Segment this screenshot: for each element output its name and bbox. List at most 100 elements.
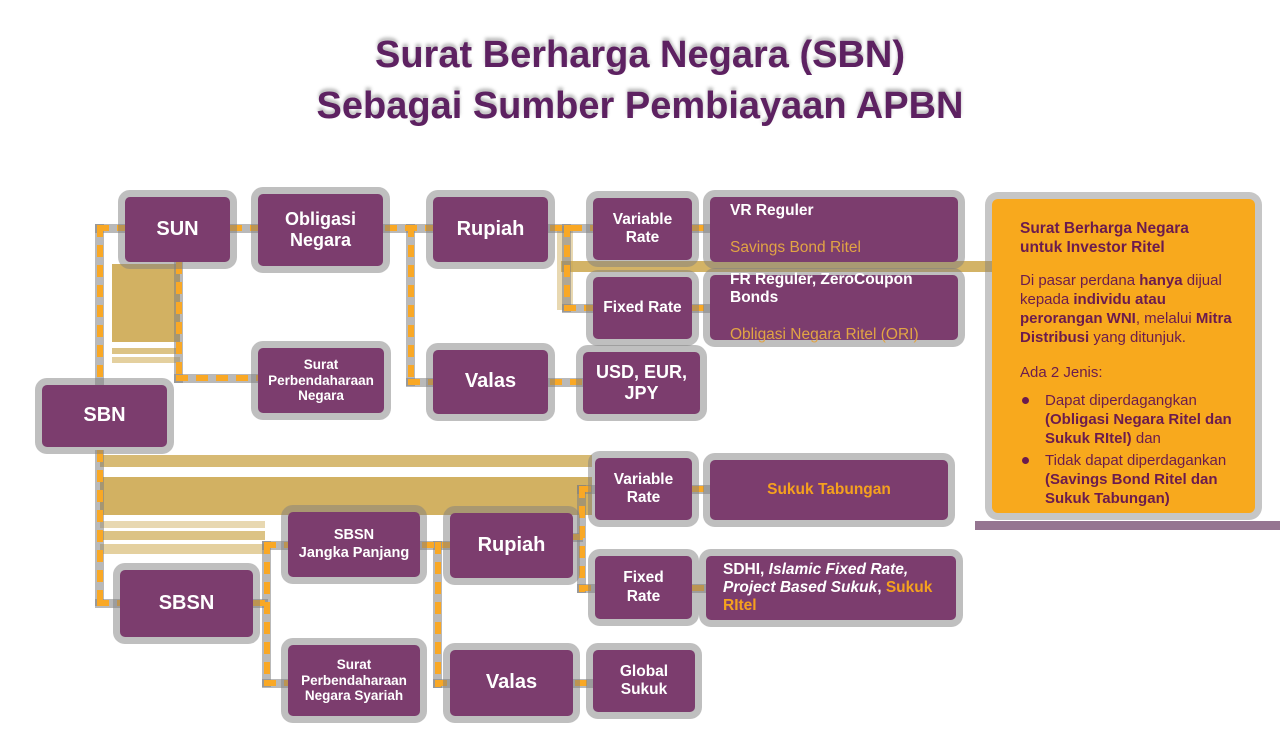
connector-rupiah2-branch	[579, 486, 585, 592]
node-sukuk-tabungan: Sukuk Tabungan	[710, 460, 948, 520]
node-fr-reguler: FR Reguler, ZeroCoupon Bonds Obligasi Ne…	[710, 271, 958, 343]
connector-rupiah-branch	[550, 225, 593, 231]
node-spns-label: Surat Perbendaharaan Negara Syariah	[301, 656, 407, 704]
info-bullet-2-text: Tidak dapat diperdagankan (Savings Bond …	[1045, 451, 1233, 508]
info-text: dan	[1131, 430, 1161, 447]
node-usd-eur-jpy: USD, EUR, JPY	[583, 352, 700, 414]
fr-line1: FR Reguler, ZeroCoupon Bonds	[730, 270, 913, 307]
connector-rupiah2-branch	[573, 534, 583, 540]
highlight-band-stripe	[100, 544, 265, 554]
connector-sbn-sbsn	[97, 600, 123, 606]
node-rupiah-bottom-label: Rupiah	[477, 533, 546, 556]
connector-rupiah-fixed	[564, 305, 593, 311]
connector-valas-usd	[550, 379, 583, 385]
info-bullet-1-text: Dapat diperdagangkan (Obligasi Negara Ri…	[1045, 391, 1233, 448]
sdhi-part2: Islamic Fixed Rate, Project Based Sukuk	[723, 560, 909, 596]
bullet-dot-icon	[1022, 457, 1029, 464]
info-bullet-2: Tidak dapat diperdagankan (Savings Bond …	[1020, 451, 1233, 508]
connector-jp-valas	[435, 680, 450, 686]
node-spn-label: Surat Perbendaharaan Negara	[268, 356, 374, 404]
connector-sbsn-jp	[264, 542, 288, 548]
connector-rupiah-branch	[564, 225, 570, 311]
node-valas-top: Valas	[433, 350, 548, 414]
node-rupiah-top: Rupiah	[433, 197, 548, 262]
node-valas-bottom-label: Valas	[485, 671, 538, 694]
info-panel: Surat Berharga Negara untuk Investor Rit…	[992, 199, 1255, 513]
info-text: Tidak dapat diperdagankan	[1045, 452, 1227, 469]
node-fixed-rate-top-label: Fixed Rate	[603, 298, 682, 316]
node-surat-perbendaharaan-negara-syariah: Surat Perbendaharaan Negara Syariah	[288, 645, 420, 716]
highlight-band-stripe	[100, 521, 265, 528]
info-text-bold: (Obligasi Negara Ritel dan Sukuk RItel)	[1045, 411, 1232, 447]
node-fixed-rate-top: Fixed Rate	[593, 277, 692, 339]
connector-jp-branch	[435, 542, 441, 687]
node-usd-eur-jpy-label: USD, EUR, JPY	[595, 361, 687, 403]
connector-sun-spn	[176, 262, 182, 381]
info-text: dijual kepada	[1020, 272, 1222, 308]
node-obligasi-negara: Obligasi Negara	[258, 194, 383, 266]
connector-obligasi-valas	[408, 379, 433, 385]
highlight-band-vertical-stripe	[112, 348, 180, 354]
node-variable-rate-bottom: Variable Rate	[595, 458, 692, 520]
node-sbsn-jp-label: SBSN Jangka Panjang	[298, 527, 410, 561]
connector-sun-obligasi	[230, 225, 258, 231]
highlight-band-vertical-stripe	[112, 357, 180, 363]
node-sdhi: SDHI, Islamic Fixed Rate, Project Based …	[706, 556, 956, 620]
node-vr-reguler: VR Reguler Savings Bond Ritel	[710, 197, 958, 262]
info-panel-paragraph: Di pasar perdana hanya dijual kepada ind…	[1020, 271, 1233, 347]
sdhi-part4: Sukuk RItel	[723, 578, 933, 615]
sdhi-part1: SDHI,	[723, 560, 769, 578]
info-text-bold: (Savings Bond Ritel dan Sukuk Tabungan)	[1045, 471, 1218, 507]
fr-line2: Obligasi Negara Ritel (ORI)	[730, 325, 919, 343]
node-valas-bottom: Valas	[450, 650, 573, 716]
ghost-band-under-panel	[975, 521, 1280, 530]
node-sun: SUN	[125, 197, 230, 262]
info-bullet-1: Dapat diperdagangkan (Obligasi Negara Ri…	[1020, 391, 1233, 448]
info-text-bold: hanya	[1139, 272, 1183, 289]
highlight-band-main	[100, 477, 592, 515]
node-rupiah-bottom: Rupiah	[450, 513, 573, 578]
node-sdhi-label: SDHI, Islamic Fixed Rate, Project Based …	[723, 561, 946, 616]
node-sbsn-jangka-panjang: SBSN Jangka Panjang	[288, 512, 420, 577]
page-title: Surat Berharga Negara (SBN) Sebagai Sumb…	[316, 34, 964, 127]
node-global-sukuk-label: Global Sukuk	[619, 662, 669, 698]
info-text: Dapat diperdagangkan	[1045, 392, 1197, 409]
node-fixed-rate-bottom-label: Fixed Rate	[623, 569, 664, 605]
connector-sbsn-branch	[264, 542, 270, 686]
connector-rupiah2-variable	[579, 486, 595, 492]
connector-fixed-fr	[692, 305, 710, 311]
vr-line2: Savings Bond Ritel	[730, 238, 861, 256]
node-variable-rate-bottom-label: Variable Rate	[613, 470, 674, 506]
node-surat-perbendaharaan-negara: Surat Perbendaharaan Negara	[258, 348, 384, 413]
highlight-line-to-panel	[561, 261, 992, 272]
highlight-band-stripe	[100, 531, 265, 540]
node-valas-top-label: Valas	[464, 370, 517, 393]
node-global-sukuk: Global Sukuk	[593, 650, 695, 712]
vr-line1: VR Reguler	[730, 202, 814, 220]
connector-sbsn-spns	[264, 680, 288, 686]
info-text: Di pasar perdana	[1020, 272, 1140, 289]
node-sbn-label: SBN	[83, 404, 126, 427]
info-text-bold: Mitra Distribusi	[1020, 310, 1232, 346]
connector-fixed2-sdhi	[692, 585, 710, 591]
connector-sbn-sun	[97, 225, 103, 385]
connector-valas2-global	[575, 680, 593, 686]
sdhi-part3: ,	[877, 578, 886, 596]
node-sbsn: SBSN	[120, 570, 253, 637]
connector-variable-vr	[692, 225, 710, 231]
connector-sun-spn	[176, 375, 258, 381]
node-variable-rate-top-label: Variable Rate	[612, 210, 673, 246]
node-variable-rate-top: Variable Rate	[593, 198, 692, 260]
info-text: yang ditunjuk.	[1089, 329, 1186, 346]
node-sbsn-label: SBSN	[158, 591, 215, 614]
node-rupiah-top-label: Rupiah	[456, 217, 525, 240]
node-fixed-rate-bottom: Fixed Rate	[595, 556, 692, 619]
bullet-dot-icon	[1022, 397, 1029, 404]
info-text-bold: individu atau perorangan WNI	[1020, 291, 1166, 327]
connector-obligasi-branch	[408, 225, 414, 385]
node-sun-label: SUN	[156, 217, 199, 240]
connector-sbsn-branch	[253, 600, 268, 606]
connector-sbn-sbsn	[97, 450, 103, 604]
highlight-band-vertical	[112, 264, 180, 342]
